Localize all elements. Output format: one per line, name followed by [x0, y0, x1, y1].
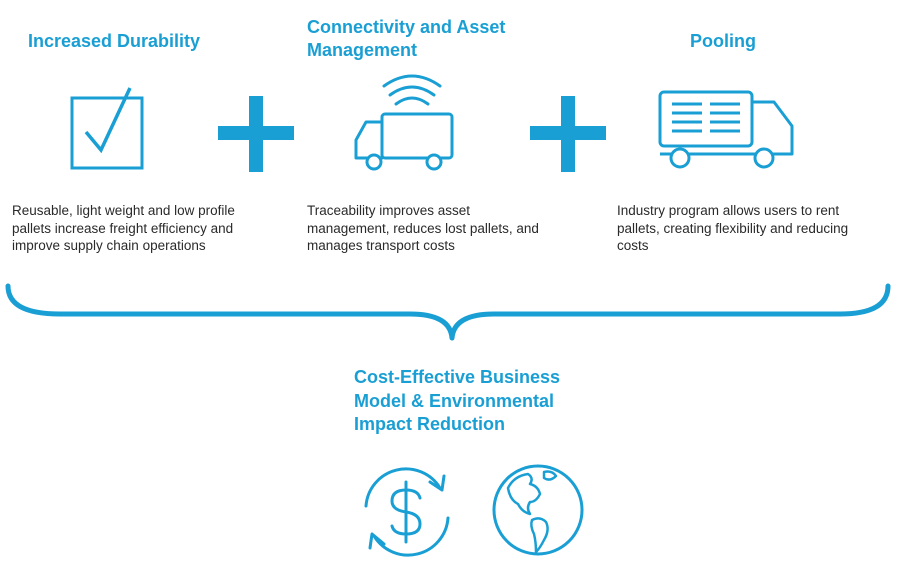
plus-icon: [530, 96, 606, 172]
dollar-cycle-icon: [352, 462, 462, 562]
checkbox-icon: [66, 84, 156, 174]
pallet-truck-icon: [656, 88, 796, 174]
pillar-description-connectivity: Traceability improves asset management, …: [307, 203, 539, 253]
pillar-heading-connectivity: Connectivity and Asset Management: [307, 17, 506, 60]
pillar-description-pooling: Industry program allows users to rent pa…: [617, 203, 849, 253]
globe-icon: [490, 462, 590, 562]
curly-brace-icon: [0, 280, 900, 350]
pillar-heading-durability: Increased Durability: [28, 31, 201, 51]
pillar-description-durability: Reusable, light weight and low profile p…: [12, 203, 235, 253]
connected-truck-icon: [352, 74, 458, 174]
pillar-heading-pooling: Pooling: [690, 31, 756, 51]
plus-icon: [218, 96, 294, 172]
outcome-heading: Cost-Effective Business Model & Environm…: [354, 367, 561, 434]
